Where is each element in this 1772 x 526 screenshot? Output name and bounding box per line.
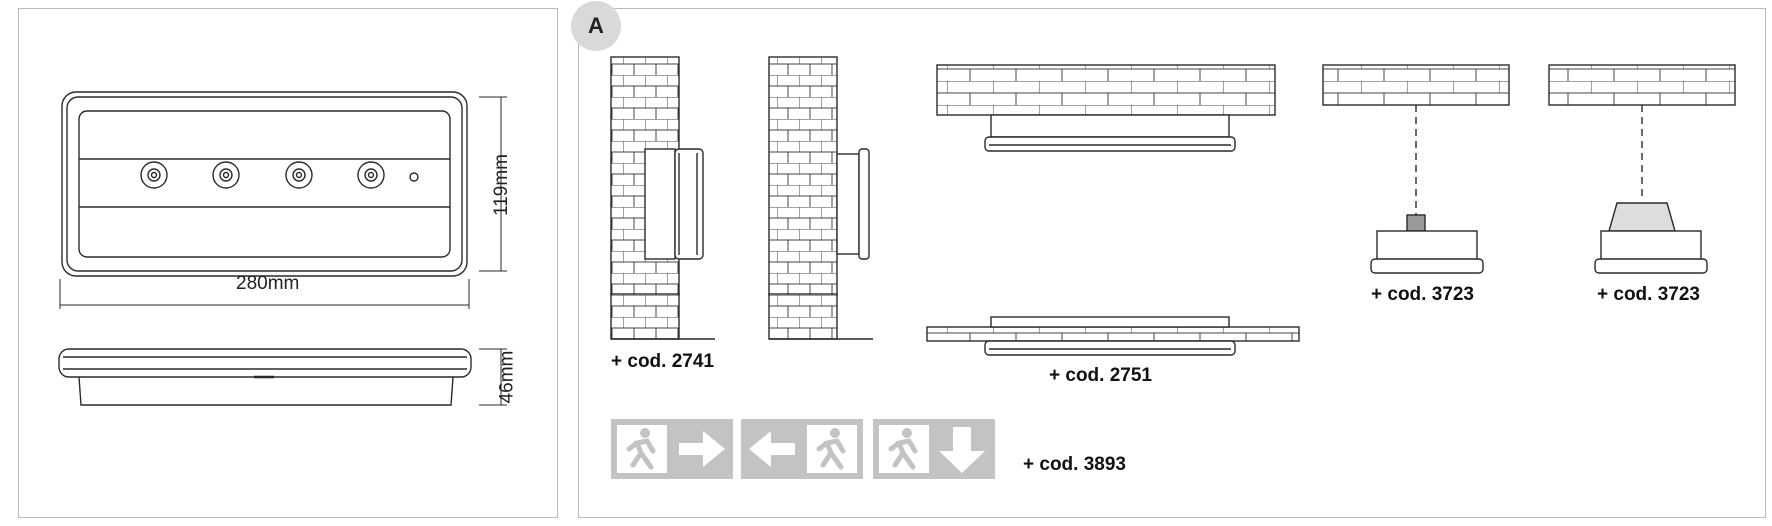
exit-sign-right: [611, 419, 733, 479]
dimensions-panel: 280mm 119mm 46mm: [18, 8, 558, 518]
recessed-kit-code: + cod. 2751: [1049, 365, 1152, 386]
section-badge: A: [571, 1, 621, 51]
running-man-down-arrow-icon: [879, 425, 985, 473]
depth-dimension-label: 46mm: [496, 350, 518, 404]
running-man-right-arrow-icon: [617, 425, 725, 473]
exit-sign-down: [873, 419, 995, 479]
mounting-options-drawing: [610, 56, 1736, 356]
pictogram-kit-code: + cod. 3893: [1023, 454, 1126, 475]
front-view-drawing: [58, 91, 507, 406]
wall-mount-kit-code: + cod. 2741: [611, 351, 714, 372]
installation-panel: A: [571, 1, 1766, 518]
height-dimension-label: 119mm: [490, 154, 512, 216]
exit-sign-left: [741, 419, 863, 479]
suspension-kit-code-1: + cod. 3723: [1371, 284, 1474, 305]
left-arrow-running-man-icon: [749, 425, 857, 473]
width-dimension-label: 280mm: [236, 273, 300, 294]
suspension-kit-code-2: + cod. 3723: [1597, 284, 1700, 305]
